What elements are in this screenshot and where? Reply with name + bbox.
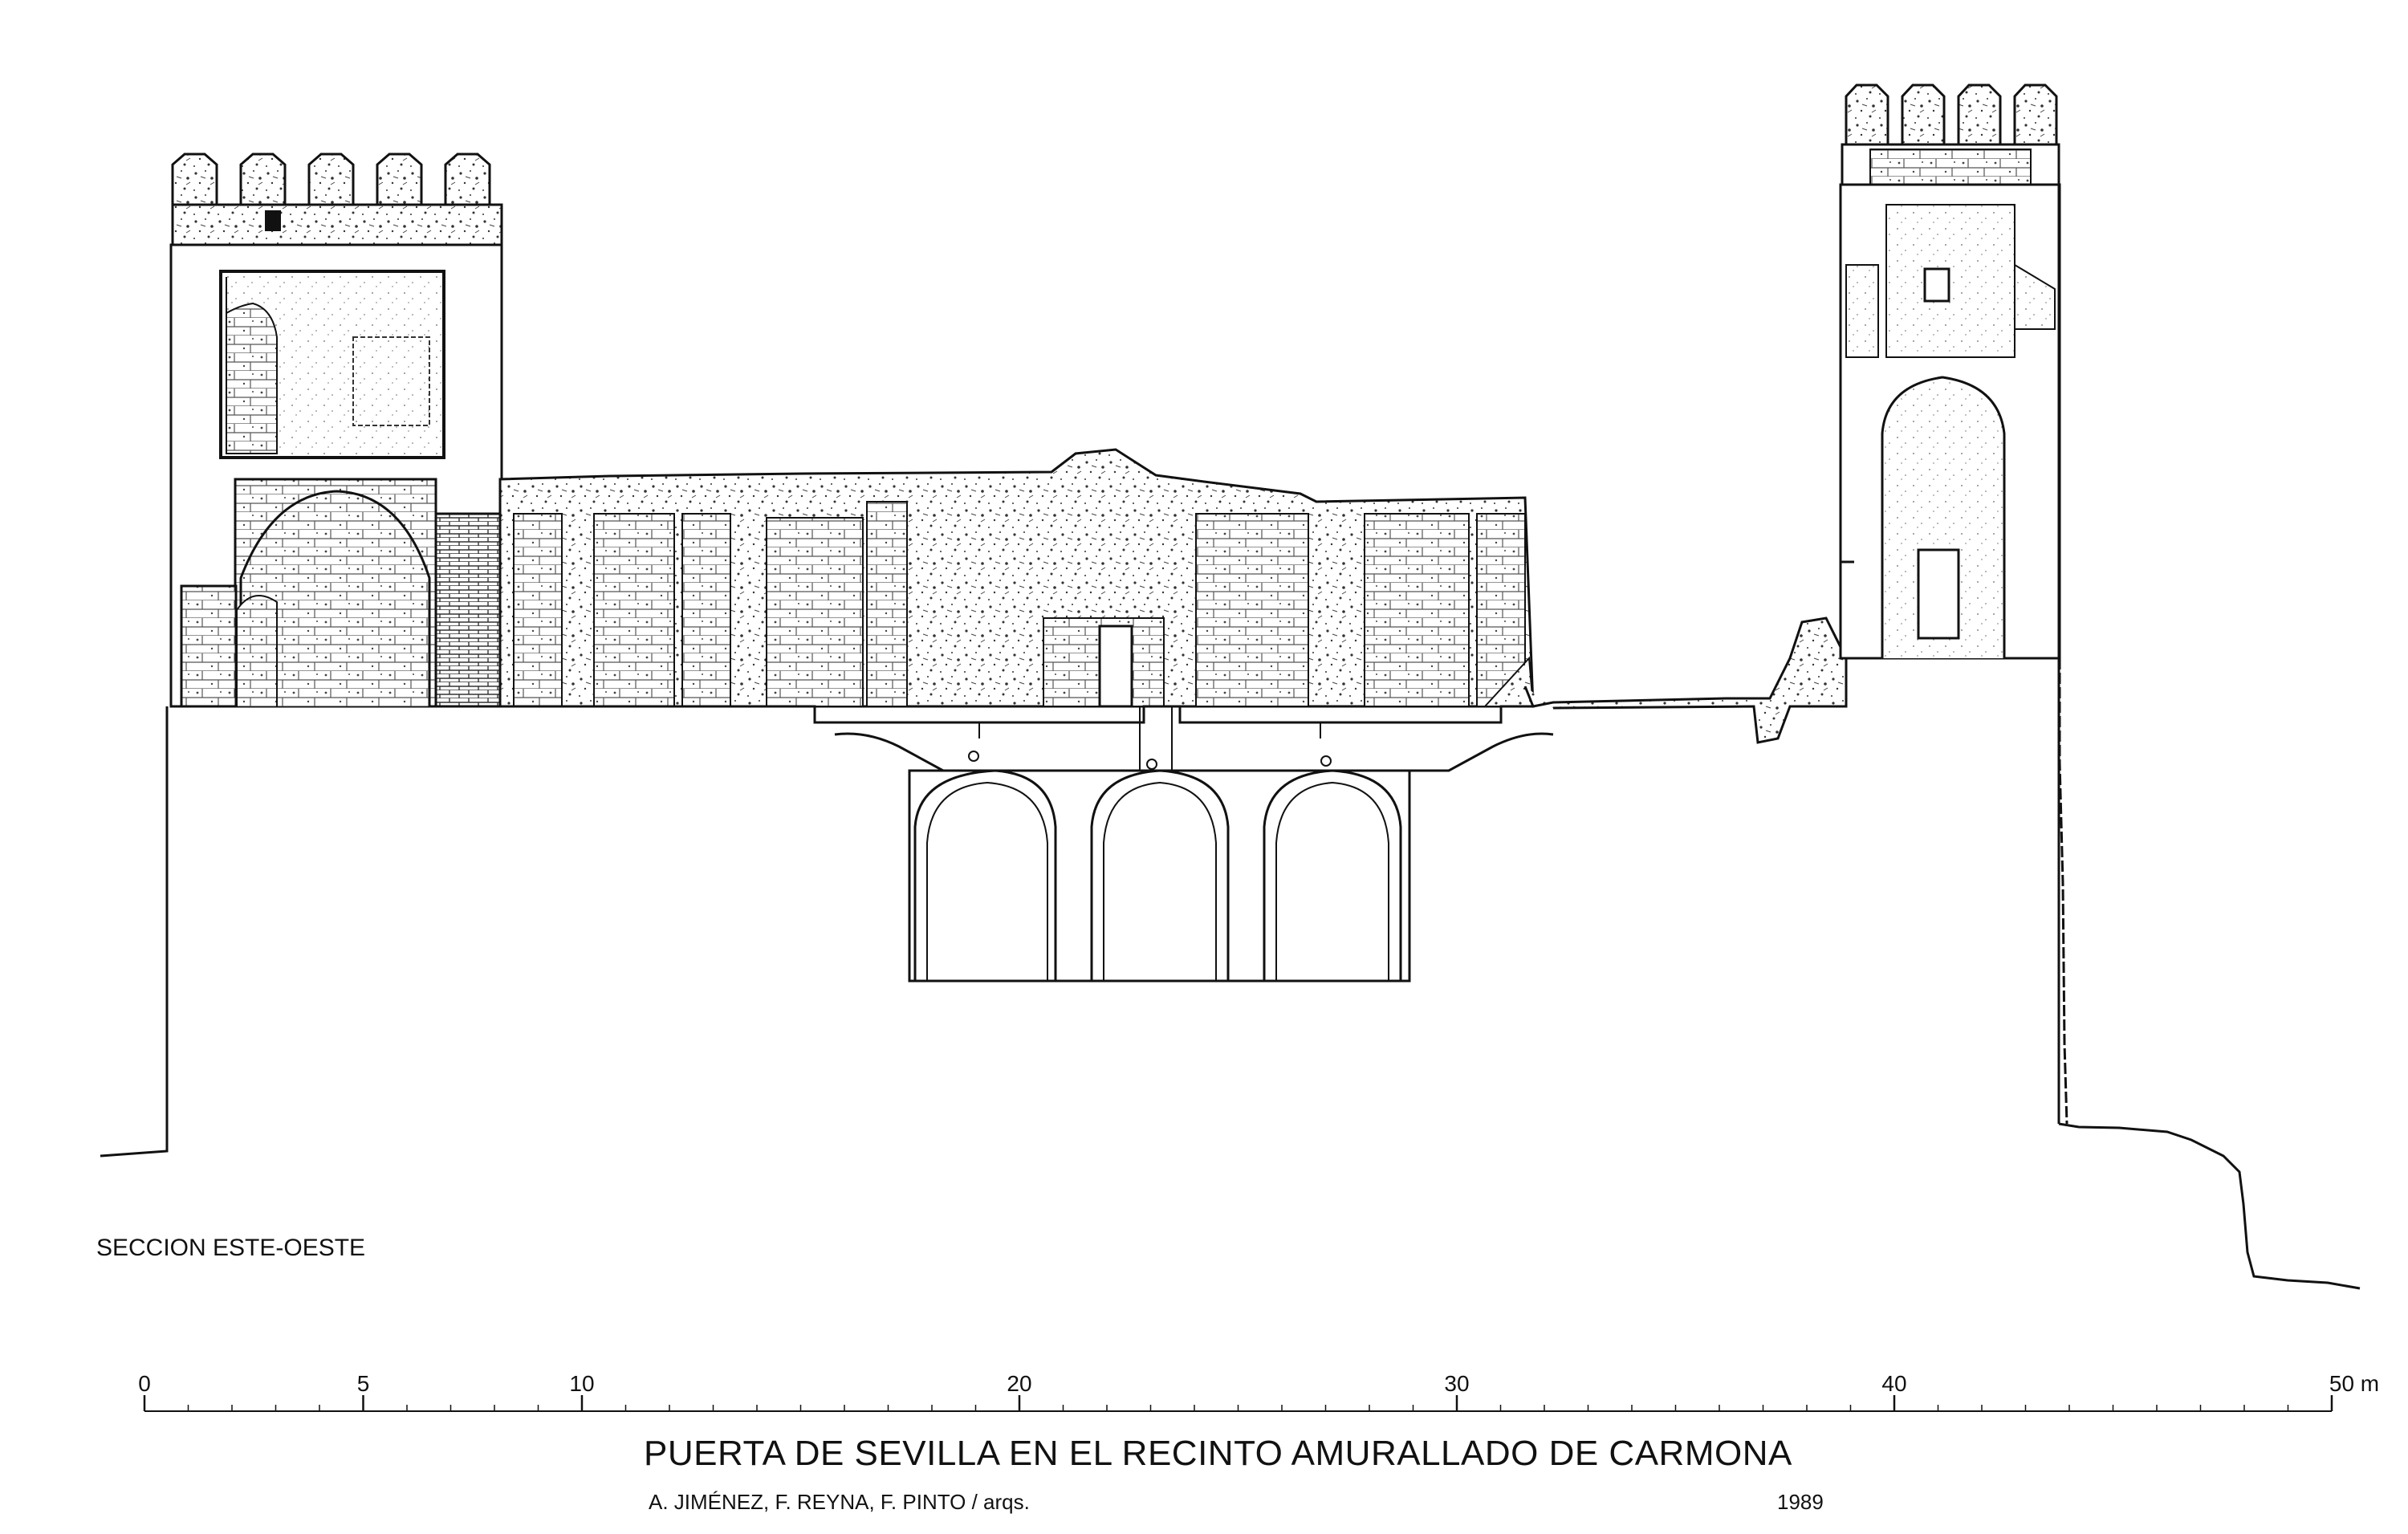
left-tower [169, 153, 503, 708]
cistern-vaults [834, 706, 1554, 983]
drawing-year: 1989 [1777, 1490, 1824, 1514]
ground-left [100, 706, 169, 1158]
scale-tick-label: 50 m [2329, 1371, 2380, 1396]
scale-tick-label: 30 [1444, 1371, 1470, 1396]
connecting-wall [1523, 616, 1848, 744]
scale-tick-label: 0 [138, 1371, 151, 1396]
section-label: SECCION ESTE-OESTE [96, 1235, 366, 1261]
main-wall [498, 448, 1535, 708]
wall-base [500, 705, 1533, 724]
scale-tick-label: 5 [356, 1371, 370, 1396]
drawing-title: PUERTA DE SEVILLA EN EL RECINTO AMURALLA… [644, 1434, 1792, 1473]
scale-tick-label: 20 [1007, 1371, 1032, 1396]
ground-right [2058, 1122, 2361, 1290]
scale-tick-label: 10 [569, 1371, 595, 1396]
right-tower-merlons [1845, 83, 2058, 146]
left-tower-merlons [171, 153, 491, 206]
scale-tick-label: 40 [1881, 1371, 1907, 1396]
scale-bar [143, 1395, 2333, 1412]
drawing-authors: A. JIMÉNEZ, F. REYNA, F. PINTO / arqs. [649, 1490, 1030, 1514]
right-tower [1839, 83, 2068, 1125]
brick-wall-left [434, 512, 502, 708]
